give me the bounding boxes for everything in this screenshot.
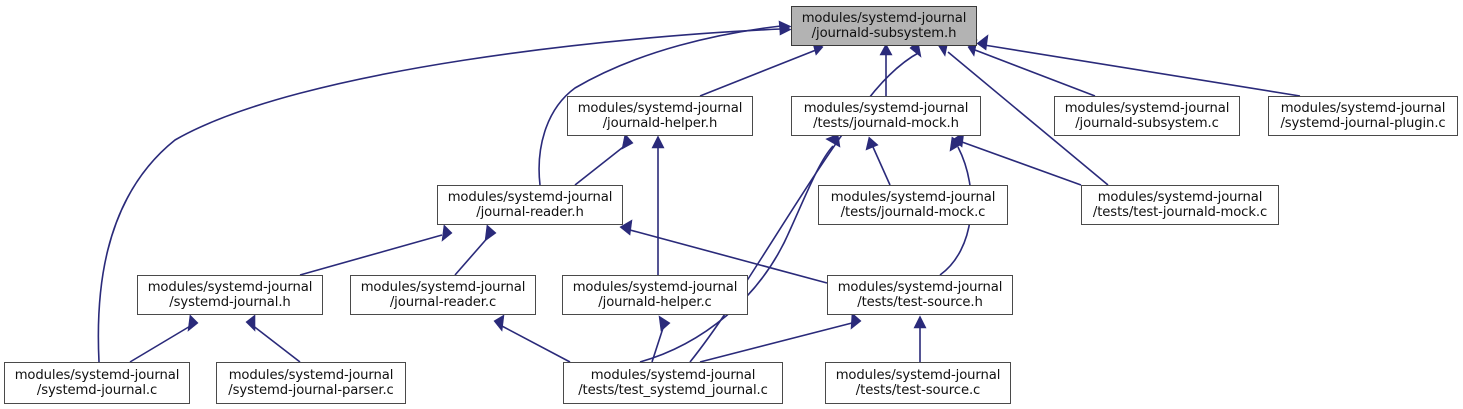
arrowhead <box>621 133 634 150</box>
edge-test-systemd-journal-c-to-test-source-h <box>699 322 853 363</box>
node-journald-mock-h[interactable]: modules/systemd-journal /tests/journald-… <box>791 96 981 136</box>
node-label-line1: modules/systemd-journal <box>1064 100 1230 116</box>
arrowhead <box>245 314 256 332</box>
node-label-line2: /tests/journald-mock.h <box>813 116 959 131</box>
edge-journald-subsystem-c-to-journald-subsystem-h <box>974 49 1096 97</box>
arrowhead <box>619 219 633 236</box>
node-label-line2: /tests/test-source.h <box>857 295 983 310</box>
node-label-line1: modules/systemd-journal <box>801 10 967 26</box>
node-journald-subsystem-h[interactable]: modules/systemd-journal /journald-subsys… <box>791 6 977 46</box>
arrowhead <box>441 224 453 242</box>
arrowhead <box>865 136 879 151</box>
edge-journald-mock-c-to-journald-mock-h <box>872 146 891 186</box>
node-label-line2: /journald-subsystem.h <box>811 26 957 41</box>
arrowhead <box>651 135 665 149</box>
node-label-line1: modules/systemd-journal <box>837 279 1003 295</box>
node-label-line2: /tests/test_systemd_journal.c <box>578 383 768 398</box>
node-label-line1: modules/systemd-journal <box>360 279 526 295</box>
arrowhead <box>850 312 862 330</box>
edge-test-journald-mock-c-to-journald-subsystem-h <box>947 51 1109 186</box>
edge-test-systemd-journal-c-to-journald-helper-c <box>651 324 665 363</box>
node-label-line1: modules/systemd-journal <box>830 189 996 205</box>
arrowhead <box>484 224 497 242</box>
edge-journald-helper-h-to-journald-subsystem-h <box>699 49 817 97</box>
node-label-line1: modules/systemd-journal <box>835 367 1001 383</box>
node-label-line2: /tests/test-journald-mock.c <box>1092 205 1268 220</box>
node-label-line2: /systemd-journal.h <box>169 295 291 310</box>
edge-systemd-journal-h-to-journal-reader-h <box>299 234 443 276</box>
node-label-line2: /journal-reader.h <box>476 205 584 220</box>
node-label-line1: modules/systemd-journal <box>147 279 313 295</box>
node-journal-reader-c[interactable]: modules/systemd-journal /journal-reader.… <box>350 275 536 315</box>
node-label-line2: /tests/journald-mock.c <box>840 205 986 220</box>
node-test-source-c[interactable]: modules/systemd-journal /tests/test-sour… <box>825 362 1011 404</box>
edge-journal-reader-h-to-journald-helper-h <box>574 143 628 186</box>
edge-test-source-h-to-journal-reader-h <box>629 229 828 284</box>
node-label-line1: modules/systemd-journal <box>577 100 743 116</box>
node-systemd-journal-h[interactable]: modules/systemd-journal /systemd-journal… <box>137 275 323 315</box>
node-label-line1: modules/systemd-journal <box>447 189 613 205</box>
node-label-line1: modules/systemd-journal <box>14 367 180 383</box>
arrowhead <box>187 314 199 332</box>
edge-journal-reader-c-to-journal-reader-h <box>454 234 491 276</box>
node-label-line1: modules/systemd-journal <box>803 100 969 116</box>
arrowhead <box>879 43 893 56</box>
node-label-line2: /journald-helper.h <box>602 116 718 131</box>
node-systemd-journal-c[interactable]: modules/systemd-journal /systemd-journal… <box>4 362 190 404</box>
arrowhead <box>493 314 505 332</box>
node-label-line2: /systemd-journal-parser.c <box>228 383 394 398</box>
node-test-systemd-journal-c[interactable]: modules/systemd-journal /tests/test_syst… <box>563 362 783 404</box>
edge-systemd-journal-parser-c-to-systemd-journal-h <box>251 324 301 363</box>
edge-systemd-journal-c-to-systemd-journal-h <box>129 324 193 363</box>
edge-systemd-journal-plugin-c-to-journald-subsystem-h <box>983 44 1301 97</box>
edge-journal-reader-h-to-journald-subsystem-h <box>538 25 782 186</box>
node-test-journald-mock-c[interactable]: modules/systemd-journal /tests/test-jour… <box>1081 185 1279 225</box>
node-journal-reader-h[interactable]: modules/systemd-journal /journal-reader.… <box>437 185 623 225</box>
node-journald-helper-c[interactable]: modules/systemd-journal /journald-helper… <box>562 275 748 315</box>
node-label-line1: modules/systemd-journal <box>1097 189 1263 205</box>
edge-test-journald-mock-c-to-journald-mock-h <box>961 141 1082 186</box>
arrowhead <box>949 136 963 152</box>
node-journald-mock-c[interactable]: modules/systemd-journal /tests/journald-… <box>818 185 1008 225</box>
arrowhead <box>658 315 671 332</box>
node-systemd-journal-parser-c[interactable]: modules/systemd-journal /systemd-journal… <box>216 362 406 404</box>
node-label-line2: /systemd-journal.c <box>36 383 158 398</box>
node-label-line1: modules/systemd-journal <box>1280 100 1446 116</box>
arrowhead <box>778 20 792 33</box>
node-systemd-journal-plugin-c[interactable]: modules/systemd-journal /systemd-journal… <box>1268 96 1458 136</box>
node-label-line1: modules/systemd-journal <box>590 367 756 383</box>
node-journald-subsystem-c[interactable]: modules/systemd-journal /journald-subsys… <box>1054 96 1240 136</box>
arrowhead <box>976 34 989 51</box>
node-label-line1: modules/systemd-journal <box>228 367 394 383</box>
node-label-line2: /systemd-journal-plugin.c <box>1280 116 1446 131</box>
node-label-line1: modules/systemd-journal <box>572 279 738 295</box>
node-journald-helper-h[interactable]: modules/systemd-journal /journald-helper… <box>567 96 753 136</box>
node-label-line2: /journald-subsystem.c <box>1075 116 1219 131</box>
node-test-source-h[interactable]: modules/systemd-journal /tests/test-sour… <box>827 275 1013 315</box>
arrowhead <box>913 315 927 329</box>
edge-test-systemd-journal-c-to-journal-reader-c <box>499 324 571 363</box>
node-label-line2: /journal-reader.c <box>389 295 497 310</box>
edge-test-systemd-journal-c-to-journald-mock-h <box>639 145 834 363</box>
node-label-line2: /tests/test-source.c <box>855 383 981 398</box>
edge-systemd-journal-c-to-journald-subsystem-h <box>97 28 782 363</box>
node-label-line2: /journald-helper.c <box>598 295 712 310</box>
arrowhead <box>825 133 841 148</box>
